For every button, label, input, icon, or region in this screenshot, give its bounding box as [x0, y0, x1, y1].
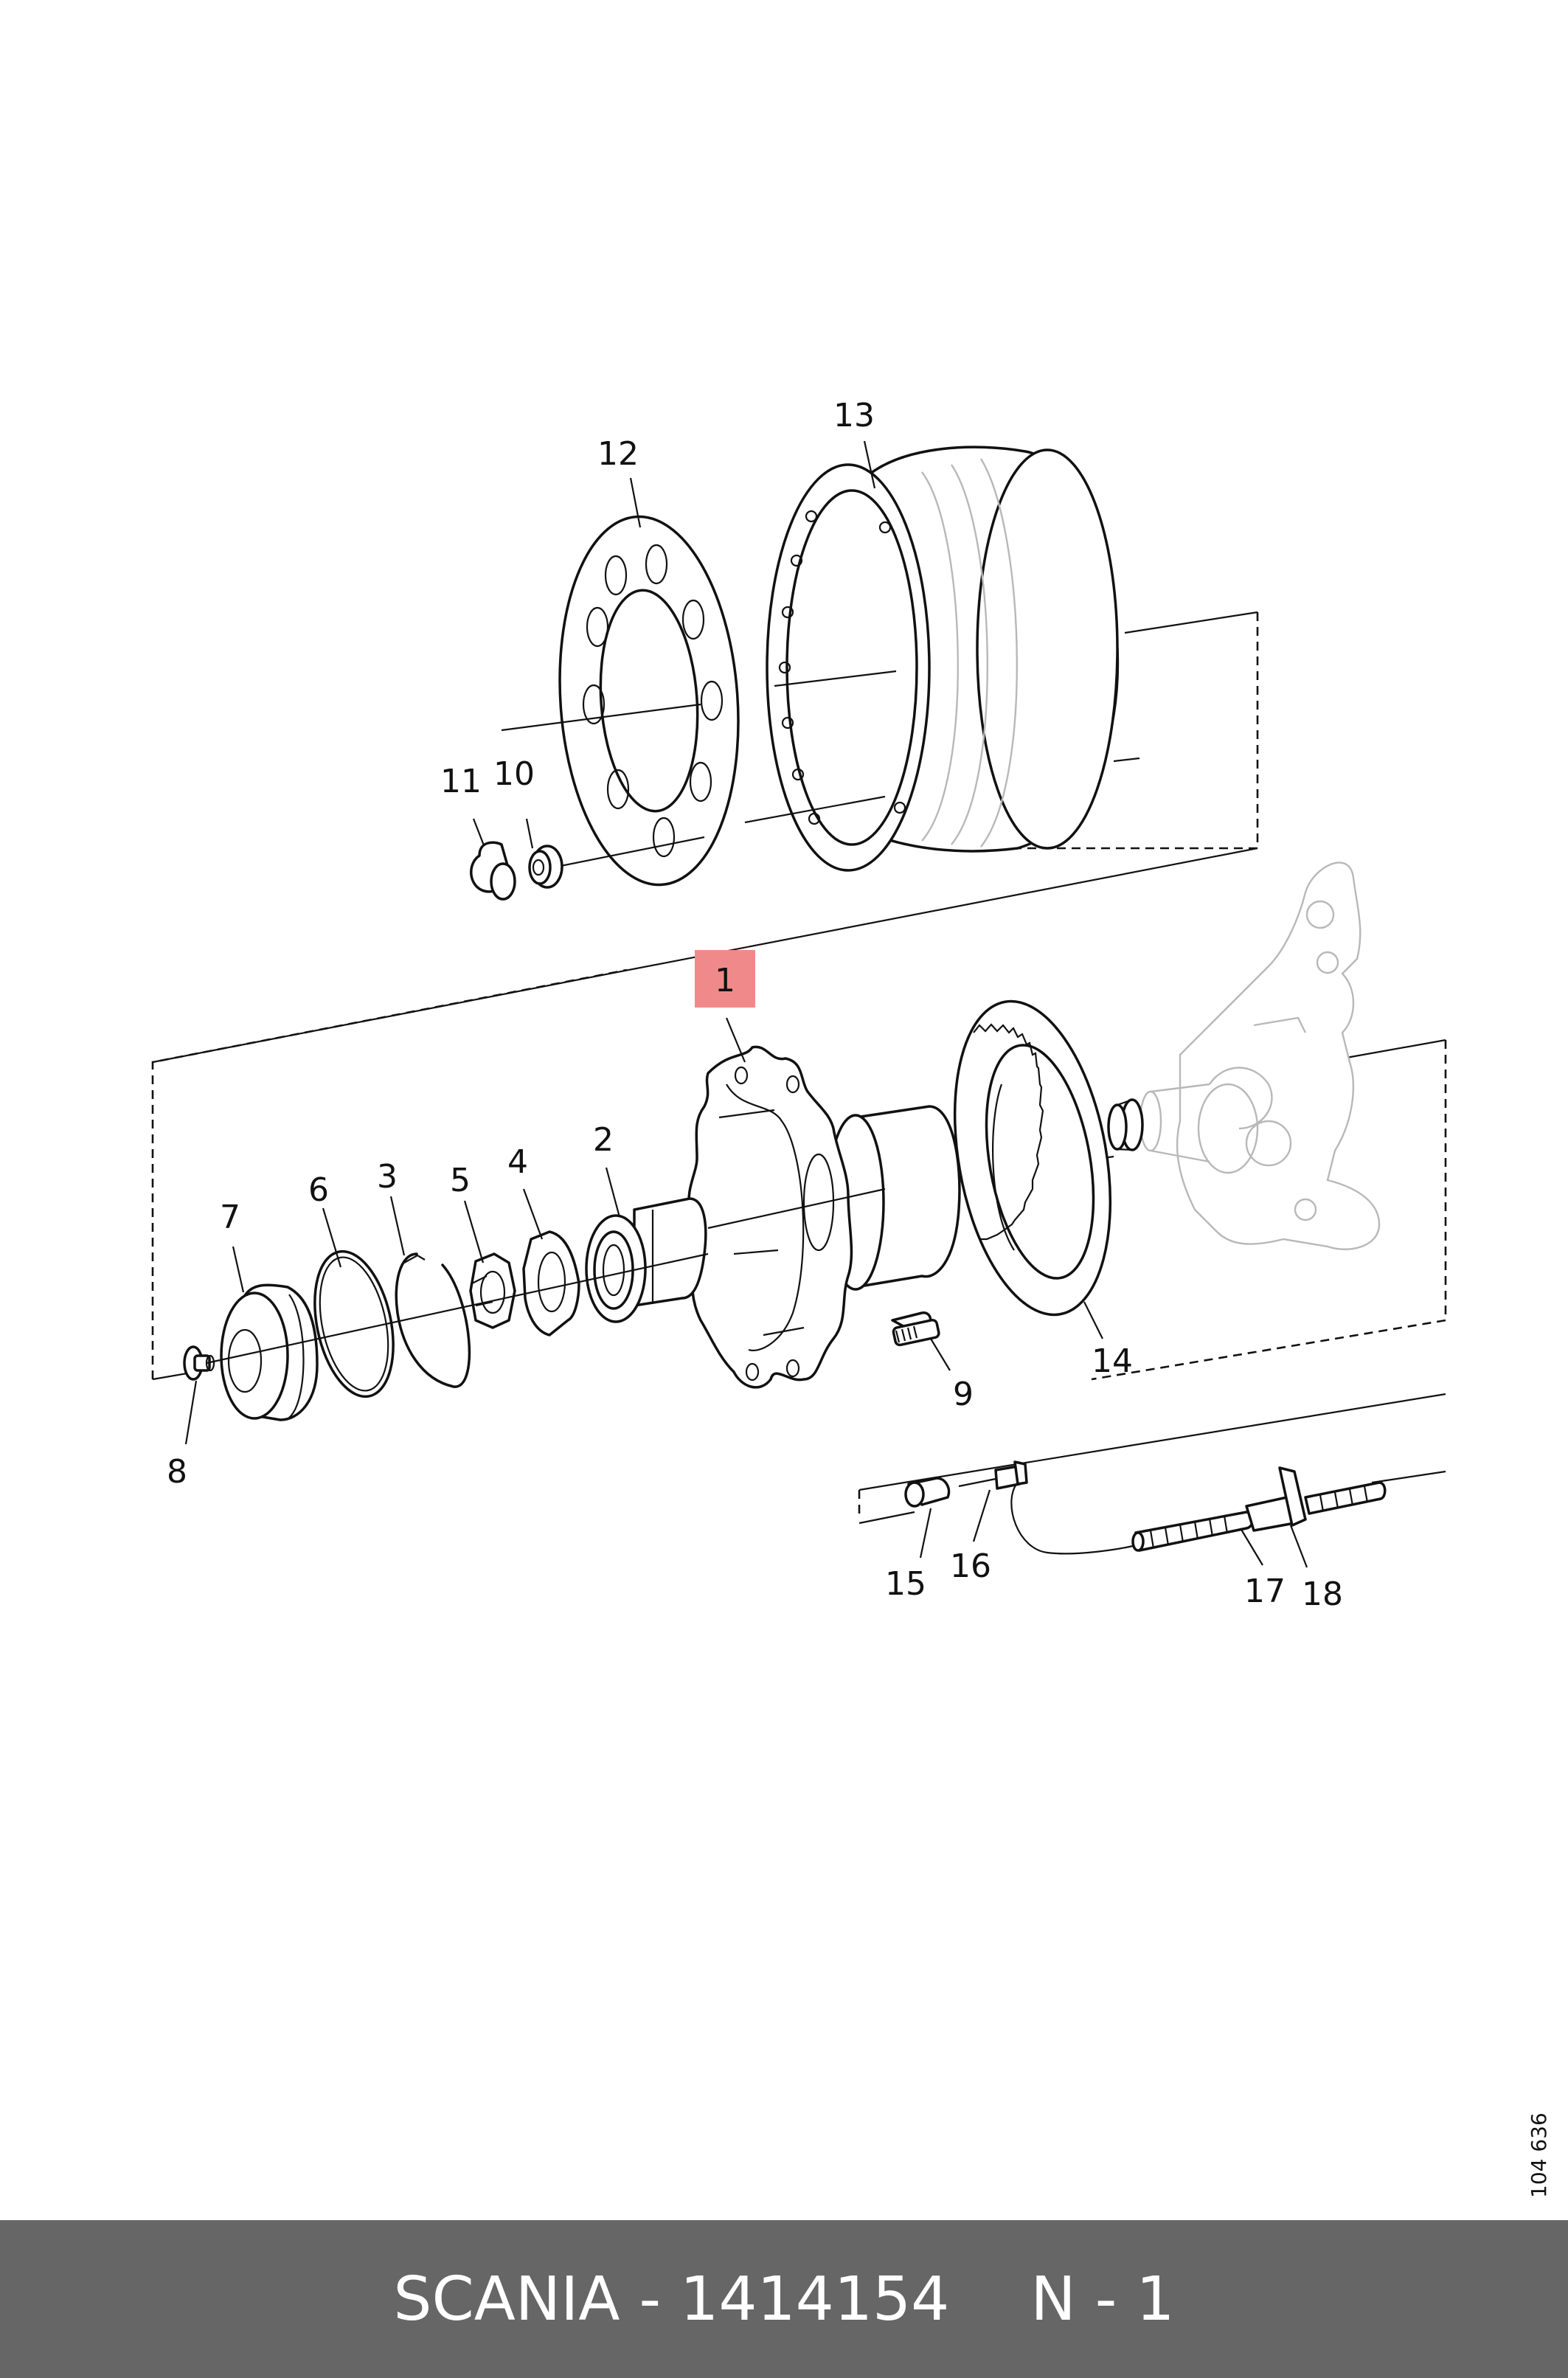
axle-nut — [469, 1252, 516, 1329]
callout-7: 7 — [220, 1199, 240, 1236]
abs-sensor — [958, 1460, 1137, 1555]
footer-position: N - 1 — [1030, 2264, 1175, 2334]
exploded-parts-diagram: 1 2 3 4 5 6 7 8 9 10 11 12 13 14 15 16 1… — [151, 397, 1551, 2198]
callout-16: 16 — [950, 1547, 991, 1585]
footer-part-number: SCANIA - 1414154 — [393, 2264, 950, 2334]
drawing-reference-number: 104 636 — [1527, 2112, 1551, 2198]
sensor-sleeve — [904, 1477, 951, 1508]
abs-tone-ring — [953, 999, 1112, 1317]
drum-bolt-holes — [778, 510, 906, 825]
callout-8: 8 — [167, 1453, 187, 1491]
callout-4: 4 — [507, 1143, 528, 1181]
wheel-hub — [687, 1045, 961, 1389]
wheel-stud — [891, 1311, 940, 1347]
wheel-bearing — [585, 1197, 707, 1323]
callout-9: 9 — [953, 1376, 974, 1413]
callout-10: 10 — [493, 755, 535, 793]
stud-collar — [528, 845, 563, 889]
stub-axle — [1107, 1098, 1144, 1151]
callout-3: 3 — [377, 1158, 398, 1196]
callout-5: 5 — [450, 1162, 471, 1199]
callout-6: 6 — [308, 1171, 329, 1209]
brake-drum — [766, 446, 1120, 872]
callouts: 1 2 3 4 5 6 7 8 9 10 11 12 13 14 15 16 1… — [167, 397, 1343, 1613]
o-ring — [313, 1249, 395, 1398]
callout-1: 1 — [715, 962, 735, 999]
cable-protector — [1131, 1511, 1254, 1552]
callout-12: 12 — [597, 435, 639, 473]
circlip — [395, 1252, 471, 1388]
callout-14: 14 — [1092, 1342, 1133, 1380]
footer-bar: SCANIA - 1414154 N - 1 — [0, 2220, 1568, 2378]
callout-18: 18 — [1302, 1575, 1343, 1613]
wheel-nut — [470, 841, 516, 901]
sensor-group-frame — [858, 1393, 1446, 1525]
wheel-plate — [558, 515, 740, 887]
callout-13: 13 — [833, 397, 875, 434]
highlight-box-1 — [695, 950, 755, 1008]
leader-lines — [184, 440, 1308, 1568]
hub-cap — [220, 1283, 319, 1421]
callout-2: 2 — [593, 1121, 614, 1159]
lock-washer — [522, 1230, 580, 1337]
steering-knuckle — [1139, 862, 1381, 1250]
callout-15: 15 — [885, 1565, 926, 1603]
callout-11: 11 — [440, 763, 482, 800]
cable-clip — [1245, 1466, 1387, 1532]
callout-17: 17 — [1244, 1573, 1286, 1610]
